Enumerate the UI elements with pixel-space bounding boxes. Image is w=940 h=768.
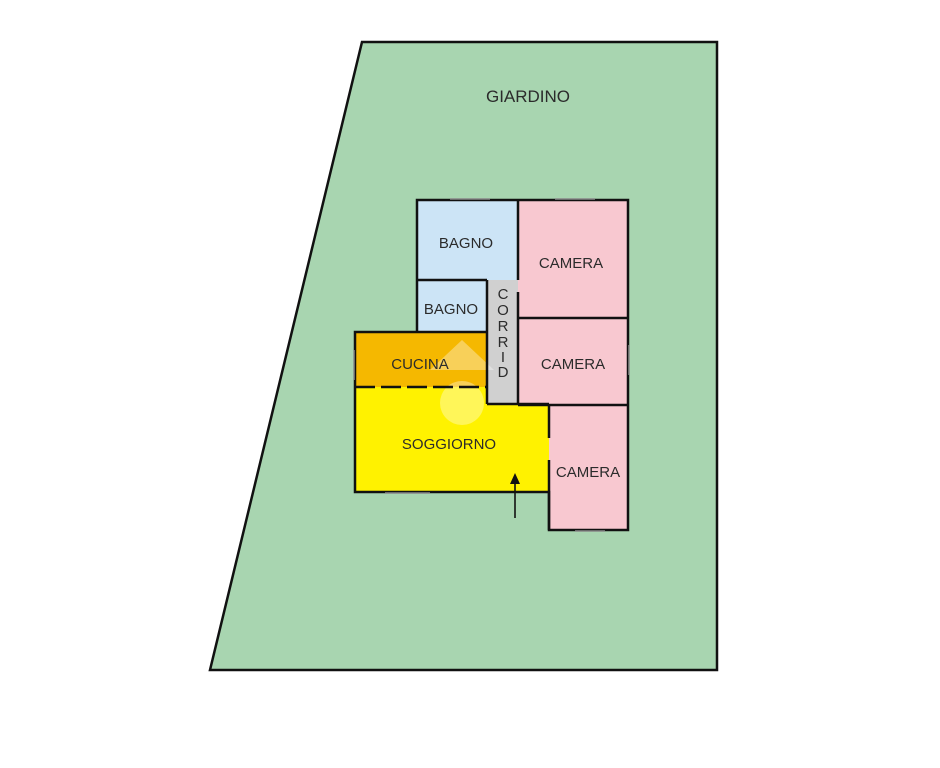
bedroom-2-label: CAMERA (541, 356, 605, 373)
bedroom-1-area (518, 200, 628, 318)
corridor-area (487, 280, 518, 404)
living-area (355, 387, 549, 492)
bathroom-2-label: BAGNO (424, 301, 478, 318)
windows (353, 198, 630, 532)
bedroom-2-area (518, 318, 628, 405)
bedroom-3-area (549, 405, 628, 530)
living-label: SOGGIORNO (402, 436, 496, 453)
kitchen-label: CUCINA (391, 356, 449, 373)
bathroom-1-area (417, 200, 518, 280)
kitchen-area (355, 332, 487, 387)
bedroom-1-label: CAMERA (539, 255, 603, 272)
corridor-letter: O (497, 302, 509, 319)
corridor-letter: C (498, 286, 509, 303)
corridor-letter: R (498, 334, 509, 351)
bedroom-3-label: CAMERA (556, 464, 620, 481)
bathroom-2-area (417, 280, 487, 332)
garden-label: GIARDINO (486, 87, 570, 106)
corridor-label: C O R R I D (497, 286, 509, 381)
corridor-letter: I (501, 349, 505, 366)
bathroom-1-label: BAGNO (439, 235, 493, 252)
corridor-letter: D (498, 364, 509, 381)
watermark-logo (430, 340, 494, 425)
entrance-arrow-icon (510, 473, 520, 518)
corridor-letter: R (498, 318, 509, 335)
